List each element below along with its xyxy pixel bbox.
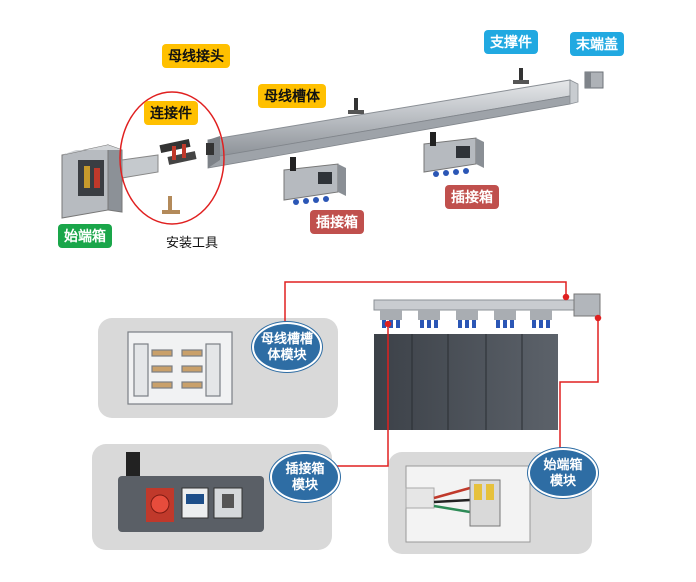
plug-box-graphic-1 bbox=[283, 157, 346, 205]
start-module-drawing bbox=[405, 465, 531, 543]
trough-module-line2: 体模块 bbox=[267, 347, 307, 362]
support-bracket bbox=[348, 68, 529, 114]
cabinet-row bbox=[373, 293, 601, 430]
plug-module-drawing bbox=[118, 452, 264, 532]
plug-module-line2: 模块 bbox=[291, 477, 318, 492]
label-start-box: 始端箱 bbox=[58, 224, 112, 248]
label-busbar-connector: 母线接头 bbox=[162, 44, 230, 68]
start-box-graphic bbox=[61, 144, 159, 219]
label-trough-module: 母线槽槽 体模块 bbox=[252, 322, 322, 372]
plug-module-line1: 插接箱 bbox=[285, 461, 325, 476]
label-plug-module: 插接箱 模块 bbox=[270, 452, 340, 502]
label-start-module: 始端箱 模块 bbox=[528, 448, 598, 498]
connector-parts bbox=[159, 138, 214, 214]
label-install-tool: 安装工具 bbox=[166, 235, 219, 250]
connector-highlight-ellipse bbox=[119, 91, 225, 225]
label-support-part: 支撑件 bbox=[484, 30, 538, 54]
start-module-line1: 始端箱 bbox=[543, 457, 583, 472]
label-connector-part: 连接件 bbox=[144, 101, 198, 125]
connector-lines bbox=[284, 281, 602, 467]
label-plug-box-2: 插接箱 bbox=[445, 185, 499, 209]
busbar-trough bbox=[207, 79, 579, 169]
start-module-line2: 模块 bbox=[549, 473, 576, 488]
plug-box-graphic-2 bbox=[423, 132, 484, 177]
trough-cross-section bbox=[127, 331, 233, 405]
label-busbar-trough: 母线槽体 bbox=[258, 84, 326, 108]
label-end-cap: 末端盖 bbox=[570, 32, 624, 56]
label-plug-box-1: 插接箱 bbox=[310, 210, 364, 234]
end-cap bbox=[584, 71, 604, 89]
trough-module-line1: 母线槽槽 bbox=[260, 331, 313, 346]
